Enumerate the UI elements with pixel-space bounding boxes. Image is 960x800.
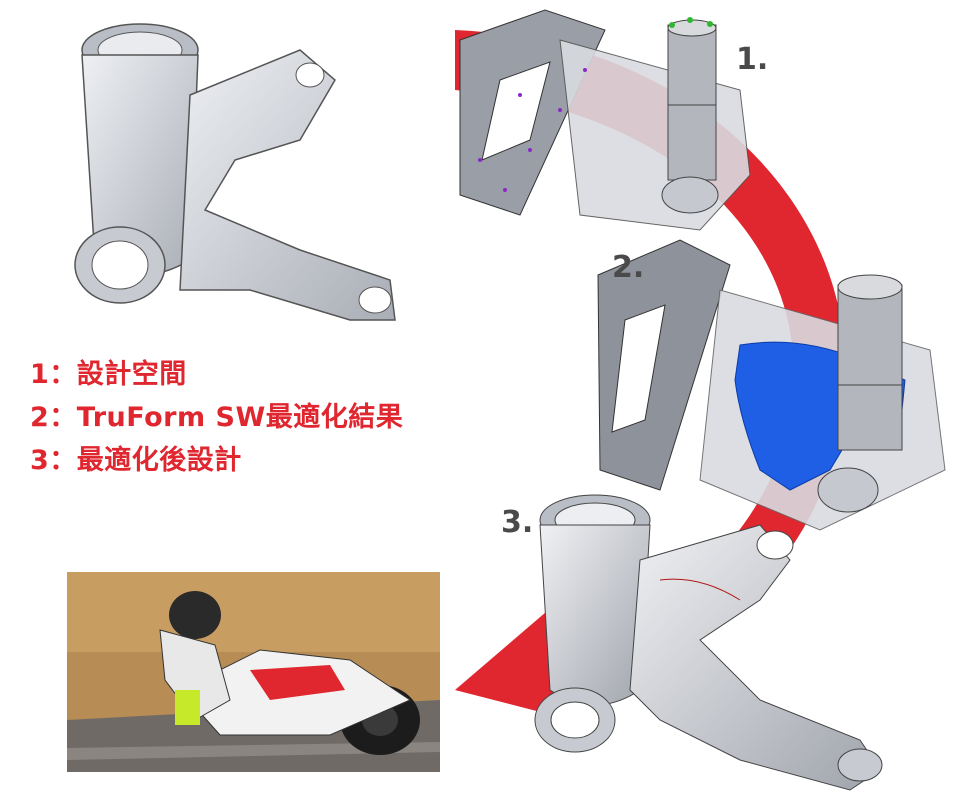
legend-final-design: 3：最適化後設計 (30, 445, 242, 476)
legend-truform-result: 2：TruForm SW最適化結果 (30, 402, 404, 433)
step-label-3: 3. (501, 505, 534, 540)
step-label-1: 1. (736, 42, 769, 77)
step-label-2: 2. (612, 250, 645, 285)
legend-design-space: 1：設計空間 (30, 359, 187, 390)
